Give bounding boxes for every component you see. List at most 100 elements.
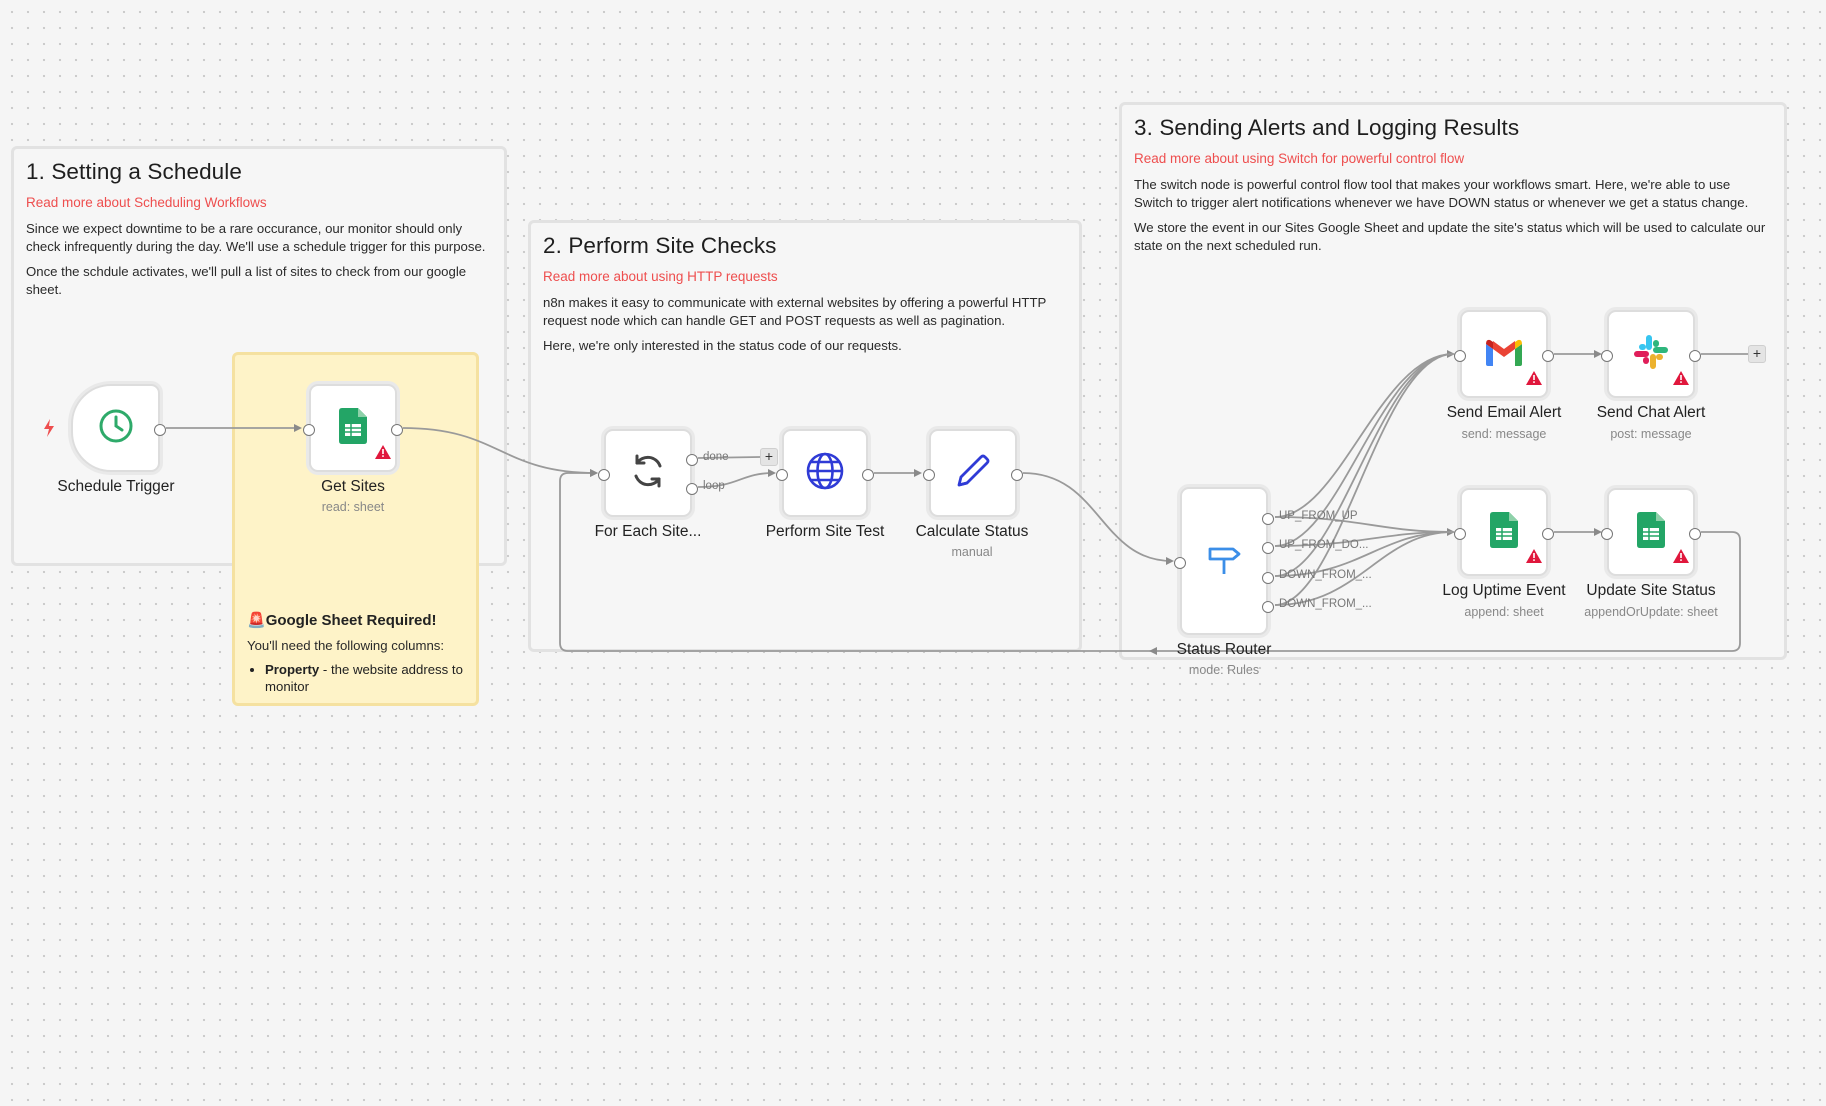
connection-calc-router [1022,472,1174,565]
node-perform-site-test[interactable] [776,429,874,517]
docs-link[interactable]: Read more about using HTTP requests [543,269,778,284]
output-handle-2[interactable] [1262,542,1274,554]
node-label: Send Email Alert [1446,404,1562,421]
warning-icon [1673,371,1689,390]
node-label: Calculate Status [915,523,1029,540]
sticky-title: 1. Setting a Schedule [26,159,243,184]
connection-update-loopback [559,469,1741,652]
input-handle[interactable] [1174,557,1186,569]
sticky-title: 2. Perform Site Checks [543,233,777,258]
output-handle[interactable] [862,469,874,481]
output-handle-loop[interactable] [686,483,698,495]
node-subtitle: appendOrUpdate: sheet [1584,605,1718,619]
clock-icon [98,408,134,449]
connection-loop-test [697,469,776,488]
warning-icon [1673,549,1689,568]
node-label: Send Chat Alert [1596,404,1706,421]
node-send-email-alert[interactable] [1454,310,1554,398]
output-handle-4[interactable] [1262,601,1274,613]
connection-router-log [1274,516,1455,536]
slack-icon [1632,333,1670,376]
output-label: DOWN_FROM_... [1279,569,1372,581]
node-schedule-trigger[interactable] [71,384,166,472]
note-title: 🚨Google Sheet Required! [247,612,437,629]
node-label: Schedule Trigger [57,478,175,495]
node-label: Perform Site Test [765,523,885,540]
output-handle[interactable] [1542,528,1554,540]
connection-router-email [1274,353,1454,547]
connection-router-log [1274,531,1454,577]
input-handle[interactable] [1454,350,1466,362]
note-intro: You'll need the following columns: [247,638,445,653]
connection-router-email [1274,350,1455,518]
node-calculate-status[interactable] [923,429,1023,517]
pencil-icon [954,452,992,495]
input-handle[interactable] [598,469,610,481]
node-send-chat-alert[interactable] [1601,310,1701,398]
output-handle-1[interactable] [1262,513,1274,525]
connection-done-plus [697,456,761,459]
connection-getsites-foreach [402,427,598,477]
node-for-each-site[interactable] [598,429,698,517]
node-label: Get Sites [321,478,385,495]
node-subtitle: read: sheet [321,500,385,514]
node-subtitle: append: sheet [1464,605,1544,619]
loop-icon [629,452,667,495]
output-label: DOWN_FROM_... [1279,598,1372,610]
input-handle[interactable] [1601,350,1613,362]
output-handle-done[interactable] [686,454,698,466]
node-update-site-status[interactable] [1601,488,1701,576]
sticky-title: 3. Sending Alerts and Logging Results [1134,115,1520,140]
input-handle[interactable] [1601,528,1613,540]
siren-icon: 🚨 [247,612,266,629]
sticky-text: We store the event in our Sites Google S… [1134,220,1766,253]
add-node-button[interactable]: + [760,448,778,466]
google-sheets-icon [339,407,367,449]
output-label: UP_FROM_DO... [1279,539,1369,551]
output-handle[interactable] [1689,350,1701,362]
node-subtitle: send: message [1461,427,1547,441]
docs-link[interactable]: Read more about Scheduling Workflows [26,195,267,210]
output-handle[interactable] [1689,528,1701,540]
input-handle[interactable] [776,469,788,481]
note-columns-list: Property - the website address to monito… [247,661,464,696]
node-subtitle: mode: Rules [1188,663,1260,677]
gmail-icon [1484,337,1524,372]
output-handle-3[interactable] [1262,572,1274,584]
sticky-text: Since we expect downtime to be a rare oc… [26,221,486,254]
input-handle[interactable] [923,469,935,481]
google-sheets-icon [1637,511,1665,553]
globe-icon [805,451,845,496]
warning-icon [1526,549,1542,568]
warning-icon [375,445,391,464]
output-label: UP_FROM_UP [1279,510,1358,522]
google-sheets-icon [1490,511,1518,553]
output-handle[interactable] [154,424,166,436]
add-node-button[interactable]: + [1748,345,1766,363]
node-subtitle: manual [951,545,993,559]
output-handle[interactable] [1542,350,1554,362]
loopback-arrow [1149,647,1157,655]
input-handle[interactable] [1454,528,1466,540]
node-label: For Each Site... [594,523,702,540]
connection-router-log [1274,531,1454,547]
node-status-router[interactable] [1174,487,1274,635]
connection-router-email [1274,353,1454,577]
output-handle[interactable] [391,424,403,436]
node-get-sites[interactable] [303,384,403,472]
lightning-icon [41,418,57,443]
sticky-text: The switch node is powerful control flow… [1134,177,1749,210]
node-label: Update Site Status [1586,582,1716,599]
docs-link[interactable]: Read more about using Switch for powerfu… [1134,151,1465,166]
node-subtitle: post: message [1610,427,1692,441]
node-log-uptime-event[interactable] [1454,488,1554,576]
input-handle[interactable] [303,424,315,436]
output-handle[interactable] [1011,469,1023,481]
connection-router-email [1274,353,1454,606]
sticky-text: n8n makes it easy to communicate with ex… [543,295,1047,328]
sticky-text: Once the schdule activates, we'll pull a… [26,264,467,297]
node-label: Log Uptime Event [1442,582,1566,599]
node-label: Status Router [1176,641,1272,658]
connection-router-log [1274,531,1454,606]
